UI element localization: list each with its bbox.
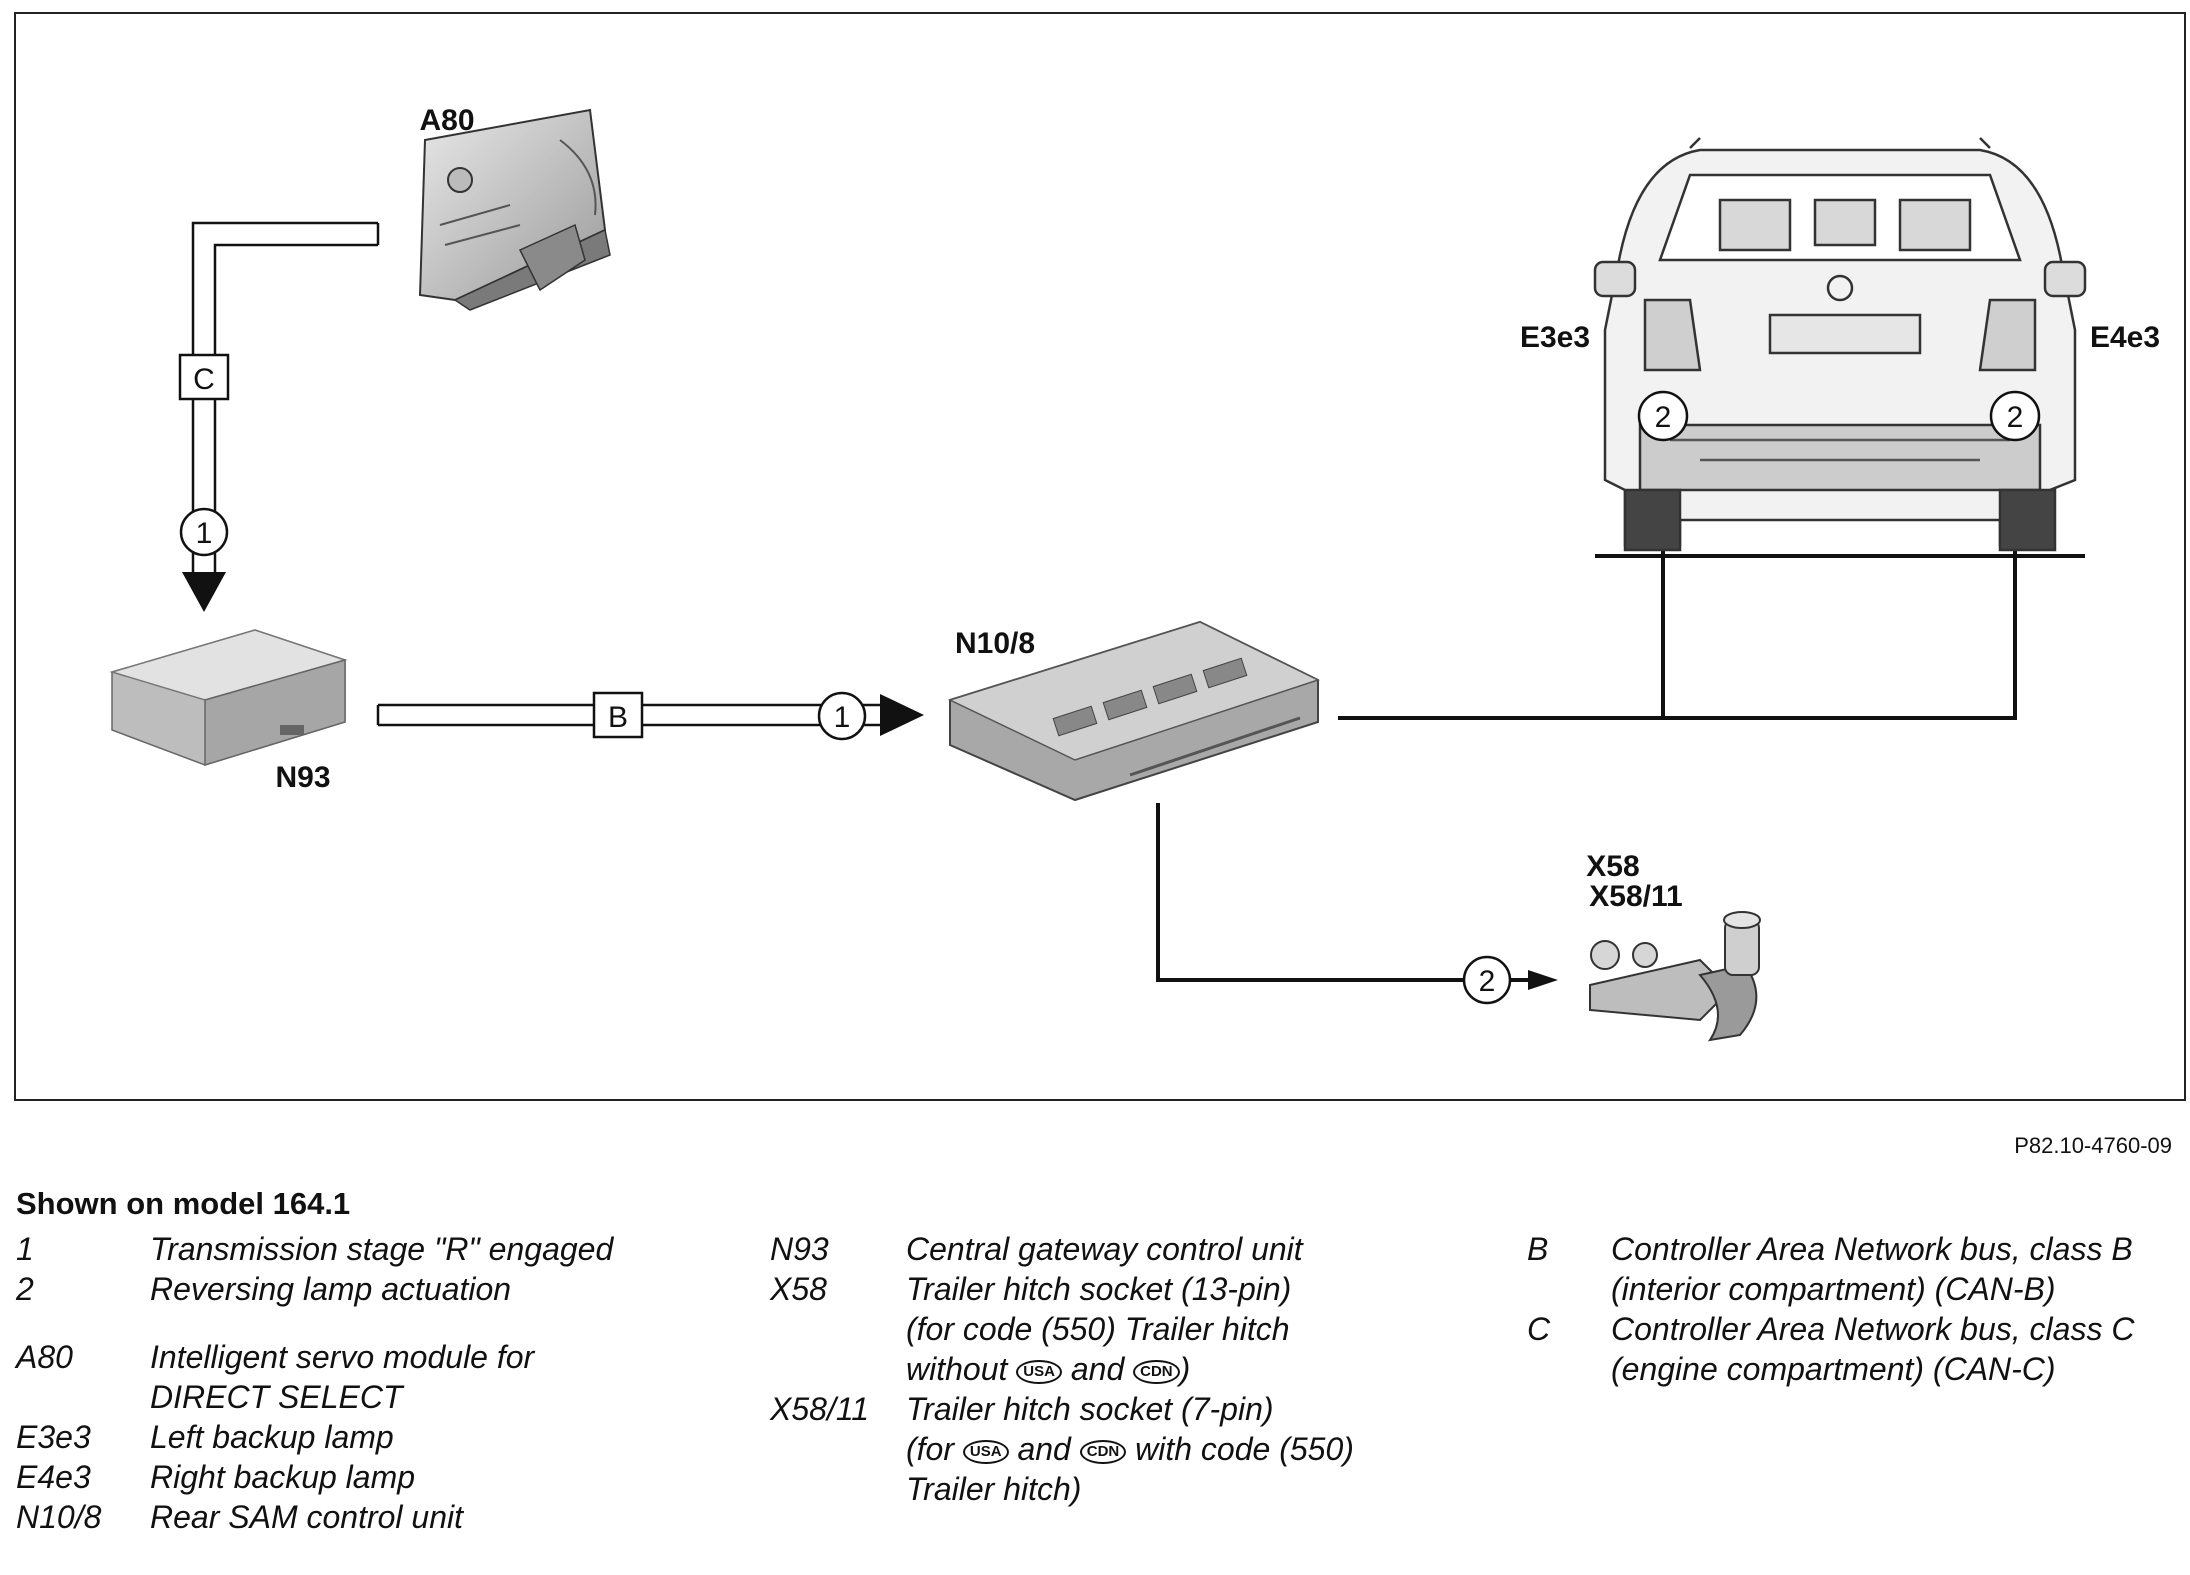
label-x58: X58 (1586, 850, 1639, 883)
bus-b-label-box: B (592, 691, 644, 739)
svg-text:1: 1 (834, 701, 851, 734)
cdn-badge: CDN (1079, 1439, 1127, 1464)
legend-title: Shown on model 164.1 (16, 1186, 351, 1221)
can-c-bus-line (191, 221, 380, 585)
usa-badge: USA (962, 1439, 1009, 1464)
n10-8-rear-sam-image (947, 620, 1320, 802)
diagram-frame (14, 12, 2186, 1101)
label-a80: A80 (419, 104, 474, 137)
bus-c-label-box: C (178, 353, 230, 401)
bus-c-label: C (193, 363, 215, 396)
n93-gateway-image (109, 629, 348, 767)
vehicle-rear-view-image (1593, 137, 2087, 558)
svg-text:2: 2 (2007, 401, 2024, 434)
label-e4e3: E4e3 (2090, 321, 2160, 354)
trailer-hitch-image (1589, 911, 1761, 1042)
trailer-wire (1156, 803, 1530, 982)
bus-b-label: B (608, 701, 628, 734)
marker-1-can-b: 1 (817, 691, 867, 741)
label-x58-11: X58/11 (1589, 880, 1682, 913)
arrow-to-n10-8 (880, 694, 924, 736)
legend-item: C Controller Area Network bus, class C (… (1527, 1311, 2135, 1387)
figure-id: P82.10-4760-09 (2014, 1133, 2172, 1158)
marker-2-e4e3: 2 (1989, 390, 2041, 442)
marker-1-can-c: 1 (179, 507, 229, 557)
marker-2-trailer: 2 (1462, 955, 1512, 1005)
arrow-to-x58 (1528, 970, 1558, 990)
marker-2-e3e3: 2 (1637, 390, 1689, 442)
a80-servo-module-image (418, 108, 611, 311)
label-n93: N93 (275, 761, 330, 794)
legend-item: X58 Trailer hitch socket (13-pin) (for c… (770, 1271, 1292, 1387)
arrow-to-n93 (182, 572, 226, 612)
legend-item: X58/11 Trailer hitch socket (7-pin) (for… (770, 1391, 1354, 1507)
label-e3e3: E3e3 (1520, 321, 1590, 354)
cdn-badge: CDN (1133, 1359, 1180, 1384)
svg-text:2: 2 (1655, 401, 1672, 434)
legend-column-3: B Controller Area Network bus, class B (… (1527, 1229, 2177, 1389)
svg-text:1: 1 (196, 517, 213, 550)
legend-item: B Controller Area Network bus, class B (… (1527, 1231, 2133, 1307)
usa-badge: USA (1016, 1359, 1062, 1384)
svg-text:2: 2 (1479, 965, 1496, 998)
label-n10-8: N10/8 (955, 627, 1035, 660)
wiring-diagram: C 1 B 1 2 A80 (14, 12, 2186, 1101)
